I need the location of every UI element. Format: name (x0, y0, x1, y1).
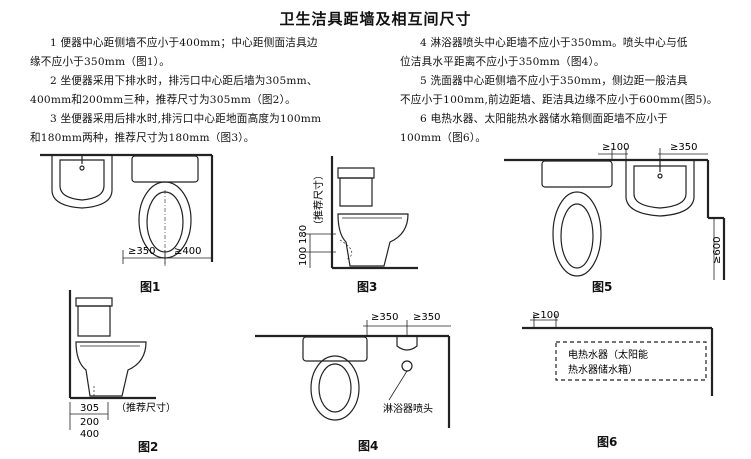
figure-5: ≥100 ≥350 ≥600 (504, 142, 726, 280)
fig3-dim-b: 180 (298, 225, 309, 244)
right-text-block: 4 淋浴器喷头中心距墙不应小于350mm。喷头中心与低 位洁具水平距离不应小于3… (400, 34, 718, 148)
fig6-caption: 图6 (597, 435, 618, 449)
fig2-caption: 图2 (138, 440, 159, 454)
fig6-label-line2: 热水器储水箱） (568, 363, 638, 376)
fig4-dim-a: ≥350 (371, 312, 398, 323)
figure-4: ≥350 ≥350 淋浴器喷头 (255, 312, 451, 428)
para-5-line-1: 5 洗面器中心距侧墙不应小于350mm，侧边距一般洁具 (420, 75, 688, 87)
fig2-dim-note: （推荐尺寸） (116, 401, 176, 414)
fig6-label-line1: 电热水器（太阳能 (568, 348, 648, 361)
para-3-line-1: 3 坐便器采用后排水时,排污口中心距地面高度为100mm (50, 113, 322, 125)
fig4-caption: 图4 (358, 439, 379, 453)
fig3-dim-note: （推荐尺寸） (312, 170, 325, 230)
para-6-line-1: 6 电热水器、太阳能热水器储水箱侧面距墙不应小于 (420, 113, 668, 125)
figure-6: ≥100 电热水器（太阳能 热水器储水箱） (522, 310, 714, 396)
para-1-line-1: 1 便器中心距侧墙不应小于400mm；中心距侧面洁具边 (50, 37, 318, 49)
fig1-dim-b: ≥400 (174, 246, 201, 257)
fig2-dim-alt2: 400 (80, 429, 99, 440)
page-title: 卫生洁具距墙及相互间尺寸 (279, 10, 472, 28)
figure-3: 100 180 （推荐尺寸） (298, 156, 418, 270)
fig4-shower-label: 淋浴器喷头 (383, 402, 433, 415)
para-5-line-2: 不应小于100mm,前边距墙、距洁具边缘不应小于600mm(图5)。 (400, 94, 718, 106)
fig2-dim-alt1: 200 (80, 417, 99, 428)
fig4-dim-b: ≥350 (413, 312, 440, 323)
figure-1: ≥350 ≥400 (40, 153, 214, 268)
fig5-dim-b: ≥350 (670, 142, 697, 153)
fig5-dim-c: ≥600 (712, 237, 723, 264)
para-2-line-2: 400mm和200mm三种，推荐尺寸为305mm（图2）。 (30, 94, 296, 106)
para-3-line-2: 和180mm两种，推荐尺寸为180mm（图3）。 (30, 132, 255, 144)
left-text-block: 1 便器中心距侧墙不应小于400mm；中心距侧面洁具边 缘不应小于350mm（图… (30, 34, 321, 148)
figure-2: 305 （推荐尺寸） 200 400 (68, 290, 176, 440)
para-2-line-1: 2 坐便器采用下排水时，排污口中心距后墙为305mm、 (50, 75, 318, 87)
fig5-caption: 图5 (592, 280, 613, 294)
para-1-line-2: 缘不应小于350mm（图1）。 (30, 56, 171, 68)
fig2-dim-main: 305 (80, 403, 99, 414)
fig1-caption: 图1 (140, 280, 161, 294)
para-4-line-1: 4 淋浴器喷头中心距墙不应小于350mm。喷头中心与低 (420, 37, 688, 49)
fig6-dim-a: ≥100 (532, 310, 559, 321)
fig3-caption: 图3 (357, 280, 378, 294)
fig1-dim-a: ≥350 (128, 246, 155, 257)
fig3-dim-a: 100 (298, 247, 309, 266)
fig5-dim-a: ≥100 (602, 142, 629, 153)
para-6-line-2: 100mm（图6）。 (400, 132, 487, 144)
para-4-line-2: 位洁具水平距离不应小于350mm（图4）。 (400, 56, 605, 68)
